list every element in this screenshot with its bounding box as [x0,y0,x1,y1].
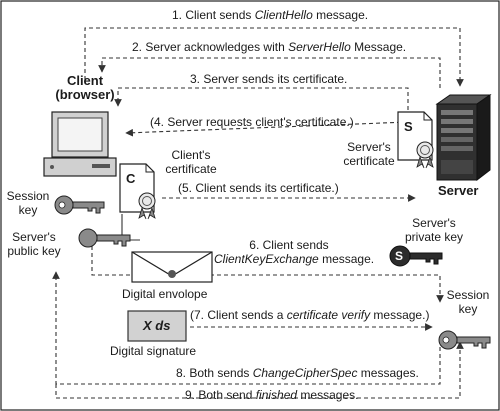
message-8-label: 8. Both sends ChangeCipherSpec messages. [176,366,419,380]
message-6-arrow [91,232,444,303]
client-certificate-icon [119,163,156,220]
public-key-icon [78,228,131,248]
session-key-icon [54,195,105,215]
message-3-label: 3. Server sends its certificate. [190,72,348,86]
server-certificate-icon [397,111,434,169]
message-8-arrow [52,271,441,385]
digital-envelope-label: Digital envolope [122,287,208,301]
private-key-icon [389,245,443,267]
message-5-label: (5. Client sends its certificate.) [178,181,339,195]
client-label: Client(browser) [55,73,115,102]
client-cert-letter: C [126,171,136,186]
session-key-right-icon [438,330,491,350]
server-label: Server [438,183,479,198]
server-tower-icon [435,94,492,182]
message-7-label: (7. Client sends a certificate verify me… [190,308,430,322]
message-1-label: 1. Client sends ClientHello message. [172,8,369,22]
digital-envelope-icon [131,251,213,283]
message-1-arrow [84,27,464,87]
private-key-letter: S [395,249,404,263]
message-4-label: (4. Server requests client's certificate… [150,115,354,129]
client-computer-icon [43,111,117,177]
message-2-label: 2. Server acknowledges with ServerHello … [132,40,407,54]
message-3-arrow [114,87,409,110]
message-9-arrow [55,341,464,399]
signature-text: X ds [143,318,171,333]
digital-signature-icon [127,310,187,342]
message-9-label: 9. Both send finished messages. [185,388,359,402]
message-2-arrow [98,57,441,88]
server-cert-letter: S [404,119,413,134]
digital-signature-label: Digital signature [110,344,197,358]
message-4-arrow [125,121,409,137]
